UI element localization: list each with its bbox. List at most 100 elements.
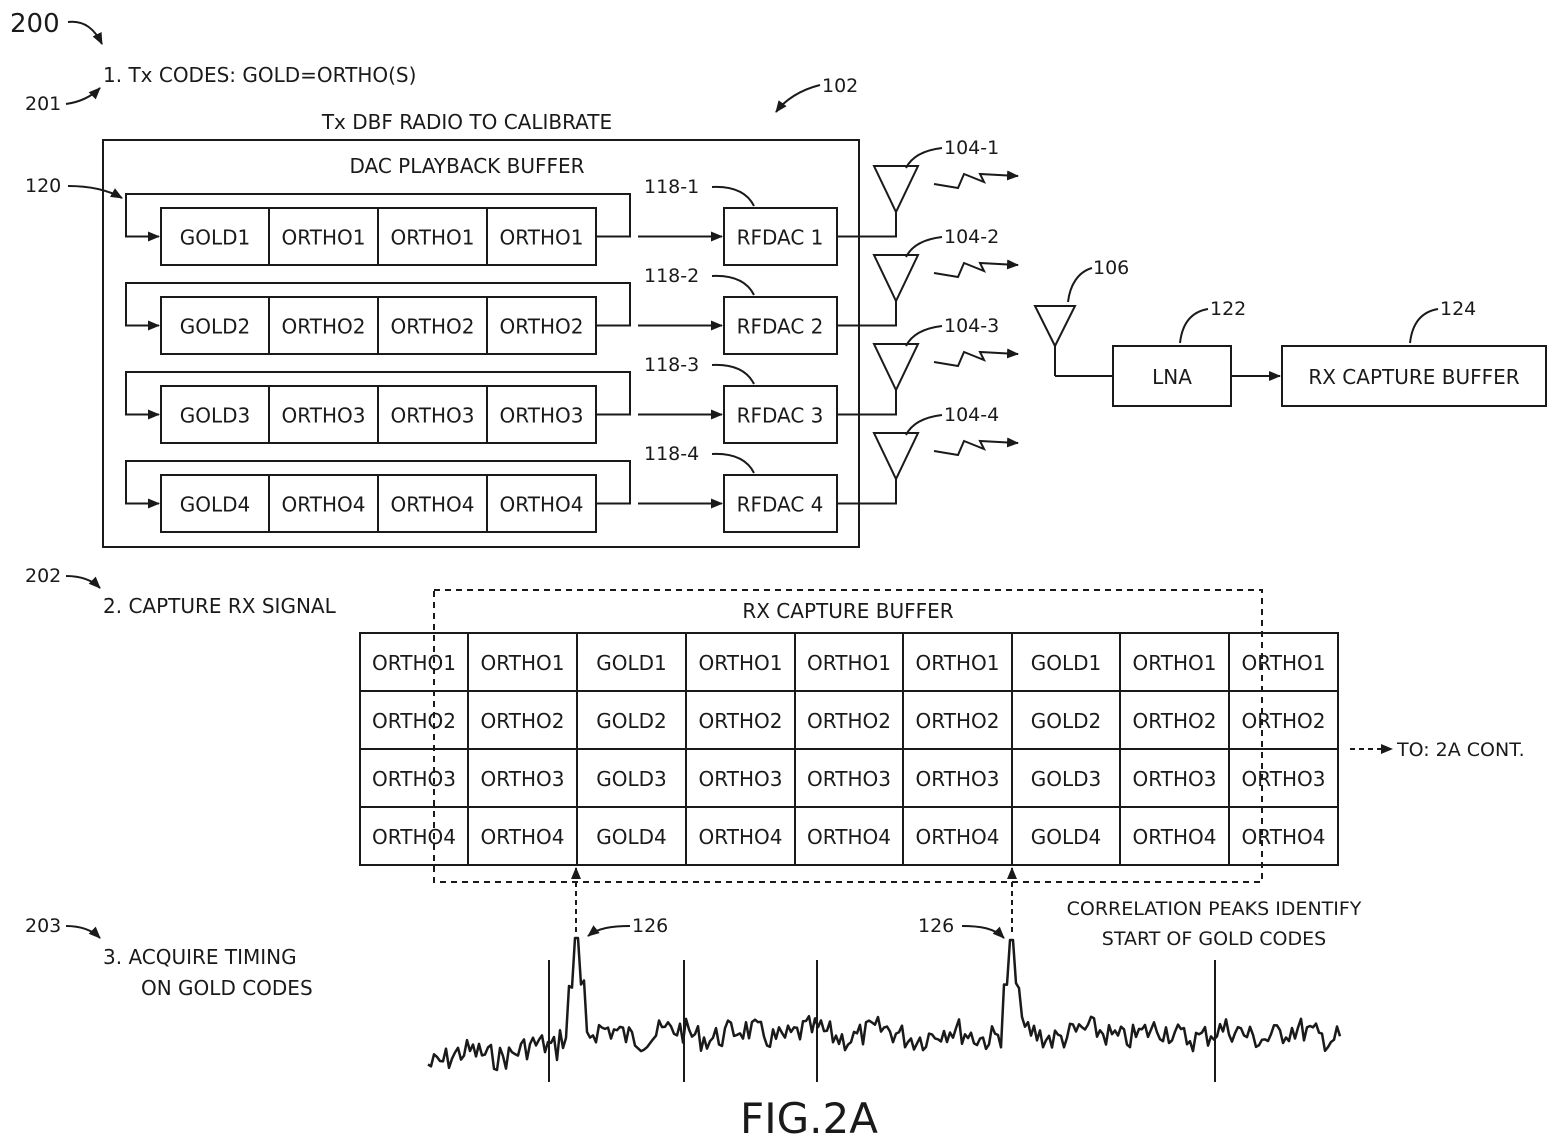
tx-radio-title: Tx DBF RADIO TO CALIBRATE xyxy=(321,110,612,134)
figure-ref-arrow xyxy=(68,22,102,44)
rfdac-ref: 118-2 xyxy=(644,265,699,287)
dac-to-antenna-line xyxy=(837,212,896,237)
dac-buffer-ref-arrow xyxy=(68,186,122,198)
capture-cell-label: ORTHO3 xyxy=(1133,767,1217,791)
capture-cell-label: ORTHO2 xyxy=(807,709,891,733)
rfdac-ref-leader xyxy=(712,365,754,384)
step-3-ref: 203 xyxy=(25,915,61,937)
capture-cell-label: ORTHO3 xyxy=(807,767,891,791)
tx-radio-ref: 102 xyxy=(822,75,858,97)
capture-cell-label: ORTHO1 xyxy=(807,651,891,675)
capture-cell-label: ORTHO3 xyxy=(699,767,783,791)
tx-antenna xyxy=(874,433,918,479)
step-1-ref: 201 xyxy=(25,93,61,115)
tx-antenna xyxy=(874,255,918,301)
capture-cell-label: ORTHO1 xyxy=(1242,651,1326,675)
capture-cell-label: GOLD3 xyxy=(596,767,667,791)
tx-channels: GOLD1ORTHO1ORTHO1ORTHO1RFDAC 1118-1104-1… xyxy=(126,137,1018,532)
rx-capture-label: RX CAPTURE BUFFER xyxy=(1308,365,1519,389)
figure-caption: FIG.2A xyxy=(740,1094,878,1143)
dac-buffer-title: DAC PLAYBACK BUFFER xyxy=(349,154,584,178)
capture-cell-label: ORTHO4 xyxy=(481,825,565,849)
capture-cell-label: ORTHO4 xyxy=(1133,825,1217,849)
rfdac-label: RFDAC 2 xyxy=(737,315,824,339)
step-3-line2: ON GOLD CODES xyxy=(141,976,313,1000)
tx-buffer-cell-label: GOLD2 xyxy=(180,315,251,339)
rfdac-ref-leader xyxy=(712,276,754,295)
capture-cell-label: GOLD4 xyxy=(596,825,667,849)
tx-buffer-cell-label: ORTHO4 xyxy=(500,493,584,517)
rfdac-ref-leader xyxy=(712,187,754,206)
capture-cell-label: ORTHO1 xyxy=(372,651,456,675)
radiation-signal xyxy=(934,263,1018,277)
rx-antenna xyxy=(1035,306,1075,376)
tx-buffer-cell-label: GOLD1 xyxy=(180,226,251,250)
tx-buffer-cell-label: ORTHO2 xyxy=(391,315,475,339)
tx-antenna-ref: 104-3 xyxy=(944,315,999,337)
rfdac-ref: 118-3 xyxy=(644,354,699,376)
step-2-arrow xyxy=(66,576,100,588)
capture-cell-label: ORTHO1 xyxy=(699,651,783,675)
capture-grid: ORTHO1 ORTHO1 GOLD1 ORTHO1 ORTHO1 ORTHO1 GOLD1… xyxy=(360,633,1338,865)
tx-buffer-cell-label: ORTHO4 xyxy=(391,493,475,517)
capture-cell-label: GOLD1 xyxy=(1031,651,1102,675)
radiation-signal xyxy=(934,174,1018,188)
capture-cell-label: ORTHO2 xyxy=(1242,709,1326,733)
capture-cell-label: ORTHO2 xyxy=(372,709,456,733)
rx-capture-ref-leader xyxy=(1410,309,1438,343)
capture-cell-label: ORTHO4 xyxy=(1242,825,1326,849)
radiation-signal xyxy=(934,352,1018,366)
tx-antenna xyxy=(874,344,918,390)
capture-cell-label: ORTHO3 xyxy=(916,767,1000,791)
step-3-line1: 3. ACQUIRE TIMING xyxy=(103,945,297,969)
rfdac-ref: 118-4 xyxy=(644,443,699,465)
correlation-note-line2: START OF GOLD CODES xyxy=(1102,928,1326,950)
capture-cell-label: GOLD1 xyxy=(596,651,667,675)
rx-antenna-ref-leader xyxy=(1068,268,1092,302)
tx-antenna-ref: 104-2 xyxy=(944,226,999,248)
capture-cell-label: ORTHO2 xyxy=(1133,709,1217,733)
radiation-signal xyxy=(934,441,1018,455)
continuation-label: TO: 2A CONT. xyxy=(1396,739,1525,761)
capture-cell-label: ORTHO4 xyxy=(372,825,456,849)
tx-buffer-cell-label: ORTHO1 xyxy=(391,226,475,250)
peak-2-ref: 126 xyxy=(918,915,954,937)
capture-cell-label: ORTHO2 xyxy=(699,709,783,733)
tx-buffer-cell-label: ORTHO2 xyxy=(282,315,366,339)
dac-to-antenna-line xyxy=(837,301,896,326)
capture-cell-label: GOLD3 xyxy=(1031,767,1102,791)
tx-radio-ref-arrow xyxy=(776,85,820,112)
tx-buffer-cell-label: GOLD3 xyxy=(180,404,251,428)
capture-cell-label: ORTHO4 xyxy=(807,825,891,849)
capture-cell-label: GOLD4 xyxy=(1031,825,1102,849)
capture-grid-title: RX CAPTURE BUFFER xyxy=(742,599,953,623)
rfdac-label: RFDAC 4 xyxy=(737,493,824,517)
correlation-waveform xyxy=(428,938,1340,1070)
peak-1-ref: 126 xyxy=(632,915,668,937)
tx-antenna xyxy=(874,166,918,212)
dac-to-antenna-line xyxy=(837,390,896,415)
capture-cell-label: ORTHO1 xyxy=(916,651,1000,675)
rx-capture-ref: 124 xyxy=(1440,298,1476,320)
rfdac-label: RFDAC 3 xyxy=(737,404,824,428)
rfdac-ref-leader xyxy=(712,454,754,473)
capture-cell-label: GOLD2 xyxy=(1031,709,1102,733)
rfdac-ref: 118-1 xyxy=(644,176,699,198)
lna-ref-leader xyxy=(1180,309,1208,343)
correlation-note-line1: CORRELATION PEAKS IDENTIFY xyxy=(1067,898,1362,920)
capture-cell-label: ORTHO4 xyxy=(916,825,1000,849)
tx-buffer-cell-label: ORTHO3 xyxy=(500,404,584,428)
dac-to-antenna-line xyxy=(837,479,896,504)
step-2-text: 2. CAPTURE RX SIGNAL xyxy=(103,594,337,618)
capture-cell-label: ORTHO1 xyxy=(481,651,565,675)
tx-buffer-cell-label: ORTHO3 xyxy=(391,404,475,428)
tx-radio-box xyxy=(103,140,859,547)
capture-cell-label: ORTHO2 xyxy=(916,709,1000,733)
step-1-arrow xyxy=(66,88,100,104)
capture-cell-label: ORTHO4 xyxy=(699,825,783,849)
lna-label: LNA xyxy=(1152,365,1192,389)
tx-buffer-cell-label: ORTHO3 xyxy=(282,404,366,428)
capture-cell-label: ORTHO2 xyxy=(481,709,565,733)
tx-buffer-cell-label: ORTHO1 xyxy=(282,226,366,250)
